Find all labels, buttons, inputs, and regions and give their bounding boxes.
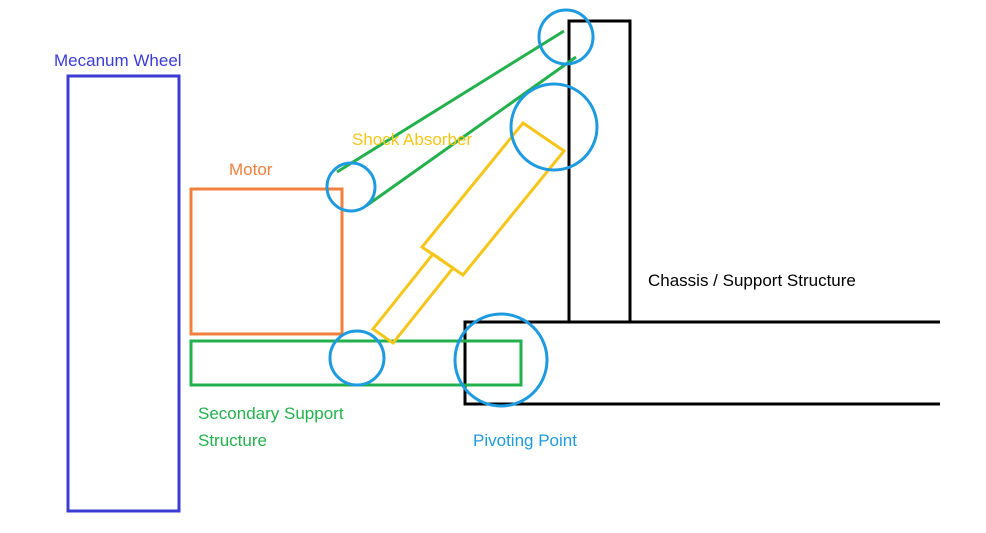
shock-absorber-label: Shock Absorber — [352, 130, 472, 149]
pivot-circle-motor-arm — [325, 161, 377, 213]
shock-absorber-shape — [370, 120, 567, 346]
motor-shape — [189, 187, 344, 336]
secondary-support-label-line2: Structure — [198, 431, 267, 450]
pivot-circle-main — [453, 312, 549, 408]
mecanum-wheel-shape — [66, 74, 181, 513]
pivot-circle-shock-bottom — [328, 329, 386, 387]
secondary-support-shape — [189, 339, 523, 387]
pivoting-point-label: Pivoting Point — [473, 431, 577, 450]
chassis-structure — [463, 19, 940, 406]
pivot-circle-shock-top — [509, 82, 599, 172]
chassis-label: Chassis / Support Structure — [648, 271, 856, 290]
mecanum-wheel-label: Mecanum Wheel — [54, 51, 182, 70]
secondary-support-label-line1: Secondary Support — [198, 404, 344, 423]
pivot-circle-top-right — [537, 8, 595, 66]
pivot-circles — [325, 8, 599, 408]
motor-label: Motor — [229, 160, 273, 179]
linkage-arms — [336, 29, 577, 208]
